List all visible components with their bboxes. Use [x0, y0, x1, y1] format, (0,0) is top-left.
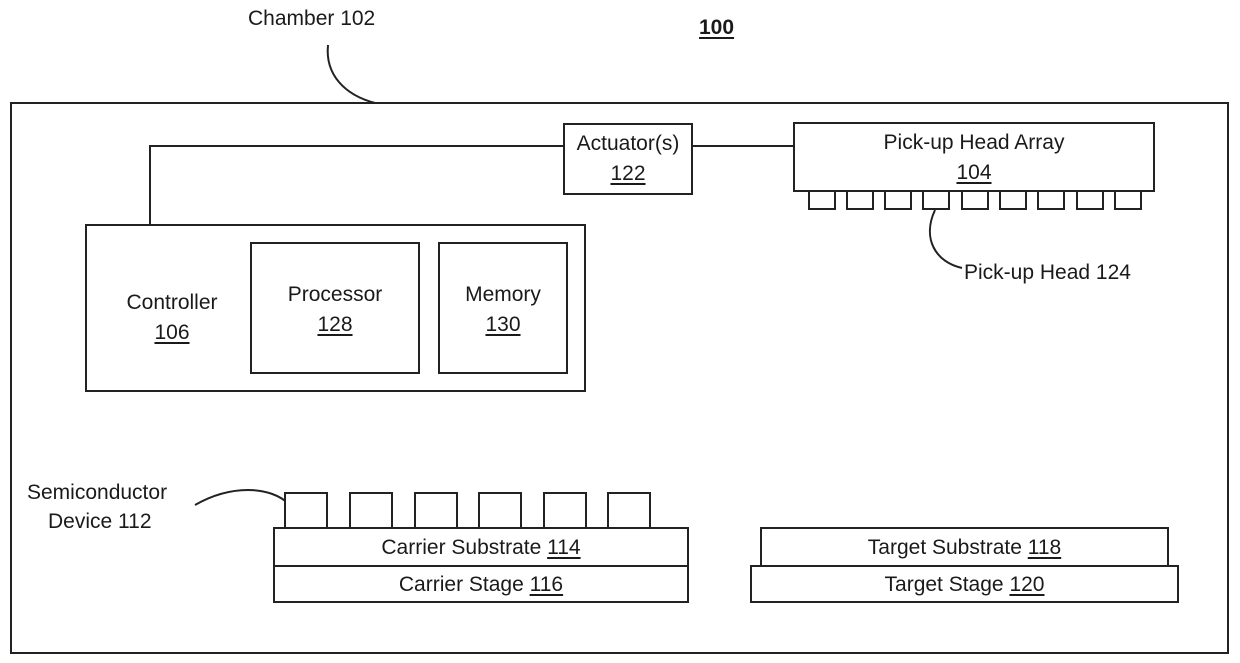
pickup-head-7	[1037, 190, 1065, 210]
pickup-head-3	[884, 190, 912, 210]
memory-name: Memory	[440, 282, 566, 308]
pickup-head-9	[1114, 190, 1142, 210]
pickup-array-ref: 104	[795, 160, 1153, 186]
target-stage-text: Target Stage 120	[752, 572, 1177, 598]
actuator-ref: 122	[565, 161, 691, 187]
target-stage-box: Target Stage 120	[750, 565, 1179, 603]
chamber-leader	[328, 45, 375, 103]
semiconductor-device-5	[543, 492, 587, 529]
semiconductor-device-1	[284, 492, 328, 529]
processor-ref: 128	[252, 312, 418, 338]
carrier-stage-box: Carrier Stage 116	[273, 565, 689, 603]
controller-name: Controller	[107, 290, 237, 316]
pickup-head-1	[808, 190, 836, 210]
semiconductor-label-line2: Device 112	[48, 509, 152, 535]
semiconductor-device-6	[607, 492, 651, 529]
pickup-array-box: Pick-up Head Array 104	[793, 122, 1155, 192]
carrier-substrate-ref: 114	[547, 536, 580, 559]
pickup-head-label: Pick-up Head 124	[964, 260, 1131, 286]
semiconductor-device-3	[414, 492, 458, 529]
controller-ref: 106	[107, 320, 237, 346]
carrier-stage-name: Carrier Stage	[399, 573, 530, 596]
pickup-head-6	[999, 190, 1027, 210]
carrier-stage-text: Carrier Stage 116	[275, 572, 687, 598]
semiconductor-device-4	[478, 492, 522, 529]
chamber-label: Chamber 102	[248, 6, 375, 32]
pickup-array-name: Pick-up Head Array	[795, 130, 1153, 156]
target-stage-name: Target Stage	[885, 573, 1010, 596]
processor-name: Processor	[252, 282, 418, 308]
memory-ref: 130	[440, 312, 566, 338]
target-substrate-ref: 118	[1028, 536, 1061, 559]
actuator-box: Actuator(s) 122	[563, 123, 693, 195]
memory-box: Memory 130	[438, 242, 568, 374]
target-stage-ref: 120	[1009, 573, 1044, 596]
target-substrate-box: Target Substrate 118	[760, 527, 1169, 567]
pickup-head-5	[961, 190, 989, 210]
semiconductor-device-2	[349, 492, 393, 529]
figure-number: 100	[699, 15, 734, 41]
pickup-head-4	[922, 190, 950, 210]
actuator-name: Actuator(s)	[565, 131, 691, 157]
carrier-substrate-text: Carrier Substrate 114	[275, 535, 687, 561]
semiconductor-label-line1: Semiconductor	[27, 480, 167, 506]
pickup-head-2	[846, 190, 874, 210]
carrier-stage-ref: 116	[530, 573, 563, 596]
carrier-substrate-name: Carrier Substrate	[381, 536, 547, 559]
pickup-head-8	[1076, 190, 1104, 210]
carrier-substrate-box: Carrier Substrate 114	[273, 527, 689, 567]
target-substrate-text: Target Substrate 118	[762, 535, 1167, 561]
target-substrate-name: Target Substrate	[868, 536, 1028, 559]
processor-box: Processor 128	[250, 242, 420, 374]
